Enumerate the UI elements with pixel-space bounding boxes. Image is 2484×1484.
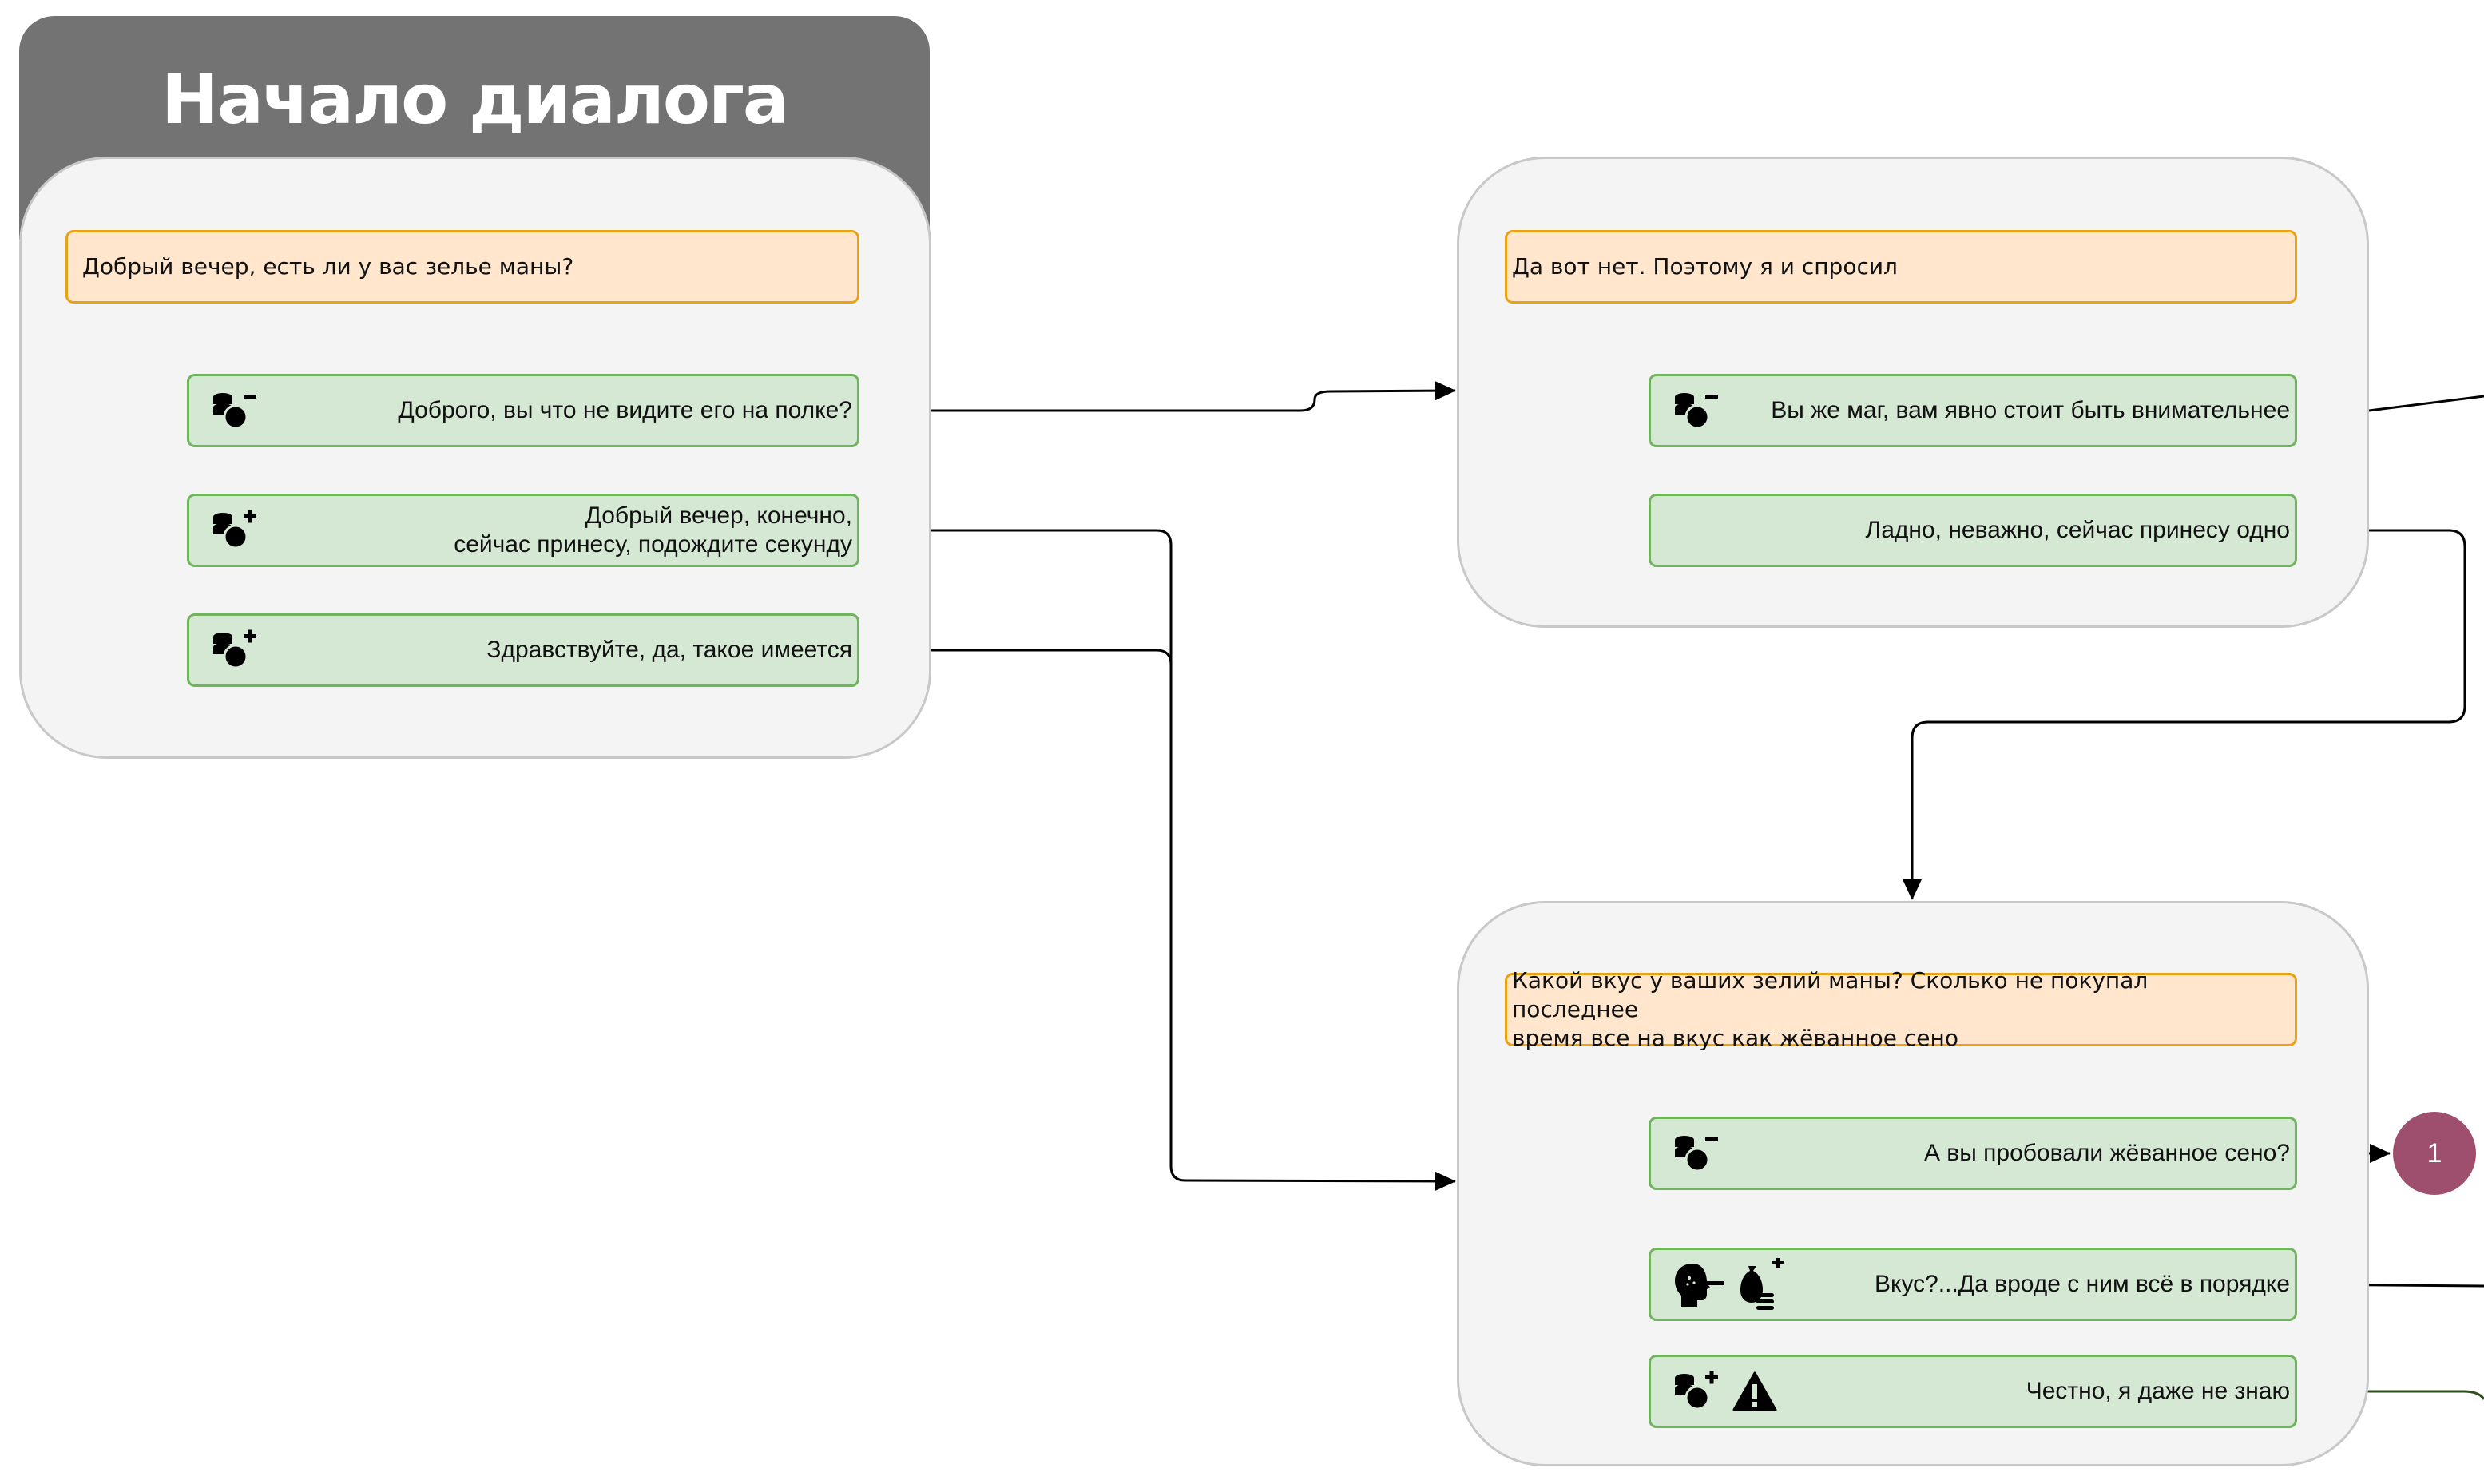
npc-line-1-text: Добрый вечер, есть ли у вас зелье маны? — [82, 253, 574, 280]
npc-line-3[interactable]: Какой вкус у ваших зелий маны? Сколько н… — [1505, 967, 2297, 1051]
coins-minus-icon — [212, 390, 260, 431]
npc-line-2-text: Да вот нет. Поэтому я и спросил — [1512, 253, 1898, 280]
liar-nose-icon — [1673, 1260, 1726, 1308]
answer-2-1[interactable]: Вы же маг, вам явно стоит быть вниматель… — [1649, 374, 2297, 447]
reference-marker[interactable]: 1 — [2393, 1112, 2476, 1195]
coins-plus-icon — [212, 510, 260, 551]
connector-offscreen-3 — [2297, 1390, 2484, 1400]
npc-line-2[interactable]: Да вот нет. Поэтому я и спросил — [1505, 230, 2297, 304]
answer-1-3-icons — [212, 616, 260, 684]
answer-1-2[interactable]: Добрый вечер, конечно, сейчас принесу, п… — [187, 494, 859, 567]
answer-2-1-label: Вы же маг, вам явно стоит быть вниматель… — [1771, 397, 2290, 423]
answer-3-1[interactable]: А вы пробовали жёванное сено? — [1649, 1117, 2297, 1190]
answer-1-1-label: Доброго, вы что не видите его на полке? — [398, 397, 852, 423]
answer-3-1-label: А вы пробовали жёванное сено? — [1923, 1140, 2290, 1166]
npc-line-3-text: Какой вкус у ваших зелий маны? Сколько н… — [1512, 967, 2149, 1051]
answer-1-2-label: Добрый вечер, конечно, сейчас принесу, п… — [454, 502, 852, 557]
answer-3-3[interactable]: Честно, я даже не знаю — [1649, 1355, 2297, 1428]
coins-plus-icon — [212, 629, 260, 671]
answer-1-2-icons — [212, 496, 260, 565]
answer-3-3-icons — [1673, 1357, 1777, 1426]
connector-to-block-3-c — [1903, 529, 2466, 900]
answer-2-2-label: Ладно, неважно, сейчас принесу одно — [1865, 517, 2290, 543]
answer-1-1[interactable]: Доброго, вы что не видите его на полке? — [187, 374, 859, 447]
coins-minus-icon — [1673, 1133, 1721, 1174]
coins-plus-icon — [1673, 1371, 1721, 1412]
answer-1-1-icons — [212, 376, 260, 445]
connector-to-block-3-a — [859, 529, 1456, 1191]
money-bag-plus-icon — [1737, 1258, 1785, 1311]
answer-3-1-icons — [1673, 1119, 1721, 1188]
answer-2-2[interactable]: Ладно, неважно, сейчас принесу одно — [1649, 494, 2297, 567]
answer-3-2-icons — [1673, 1250, 1785, 1319]
answer-3-3-label: Честно, я даже не знаю — [2026, 1378, 2290, 1404]
reference-marker-label: 1 — [2426, 1137, 2442, 1169]
dialog-title: Начало диалога — [161, 60, 789, 140]
answer-3-2[interactable]: Вкус?...Да вроде с ним всё в порядке — [1649, 1248, 2297, 1321]
connector-to-block-2 — [859, 381, 1456, 412]
npc-line-1[interactable]: Добрый вечер, есть ли у вас зелье маны? — [65, 230, 859, 304]
coins-minus-icon — [1673, 390, 1721, 431]
connector-to-block-3-b — [859, 649, 1173, 679]
answer-3-2-label: Вкус?...Да вроде с ним всё в порядке — [1874, 1271, 2290, 1297]
answer-1-3-label: Здравствуйте, да, такое имеется — [486, 637, 852, 663]
answer-2-1-icons — [1673, 376, 1721, 445]
warning-icon — [1732, 1371, 1777, 1411]
answer-1-3[interactable]: Здравствуйте, да, такое имеется — [187, 613, 859, 687]
